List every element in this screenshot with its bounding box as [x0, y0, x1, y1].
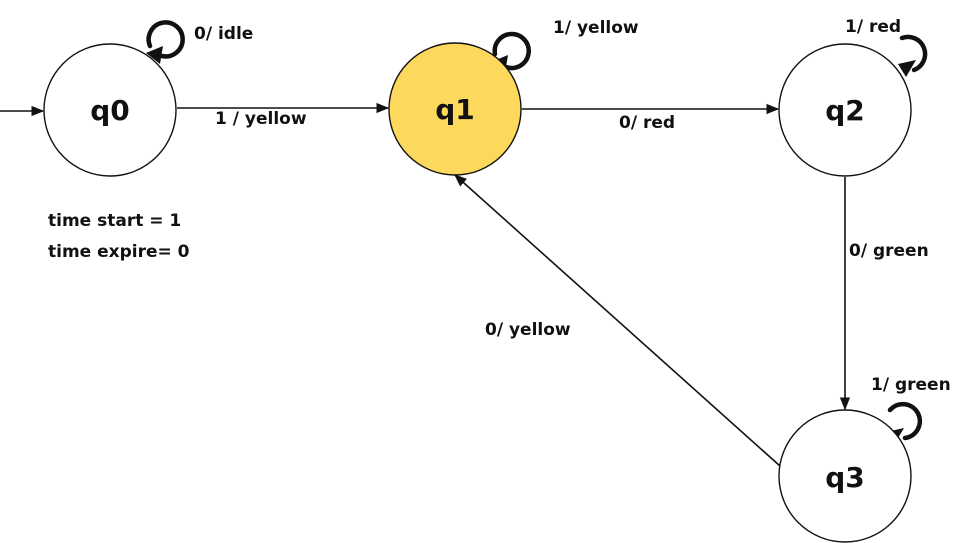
- label-q0-q1: 1 / yellow: [215, 109, 307, 129]
- label-q1-self: 1/ yellow: [553, 18, 639, 38]
- state-q3-label: q3: [825, 461, 865, 494]
- edge-q3-q1: [454, 174, 781, 467]
- state-q2-circle: [778, 43, 912, 177]
- state-q0-label: q0: [90, 94, 130, 127]
- state-q1-circle: [388, 42, 522, 176]
- self-loop-q2: [898, 34, 928, 77]
- state-q2-label: q2: [825, 94, 865, 127]
- label-q0-self: 0/ idle: [194, 24, 253, 44]
- note-time-expire: time expire= 0: [48, 242, 190, 262]
- label-q3-q1: 0/ yellow: [485, 320, 571, 340]
- label-q2-self: 1/ red: [845, 17, 901, 37]
- state-q1[interactable]: q1: [388, 42, 522, 176]
- state-q0[interactable]: q0: [43, 43, 177, 177]
- state-q2[interactable]: q2: [778, 43, 912, 177]
- self-loop-q0: [146, 20, 185, 64]
- state-q3-circle: [778, 409, 912, 543]
- state-q1-label: q1: [435, 93, 475, 126]
- state-q3[interactable]: q3: [778, 409, 912, 543]
- state-q0-circle: [43, 43, 177, 177]
- label-q1-q2: 0/ red: [619, 113, 675, 133]
- label-q3-self: 1/ green: [871, 375, 951, 395]
- label-q2-q3: 0/ green: [849, 241, 929, 261]
- note-time-start: time start = 1: [48, 211, 181, 231]
